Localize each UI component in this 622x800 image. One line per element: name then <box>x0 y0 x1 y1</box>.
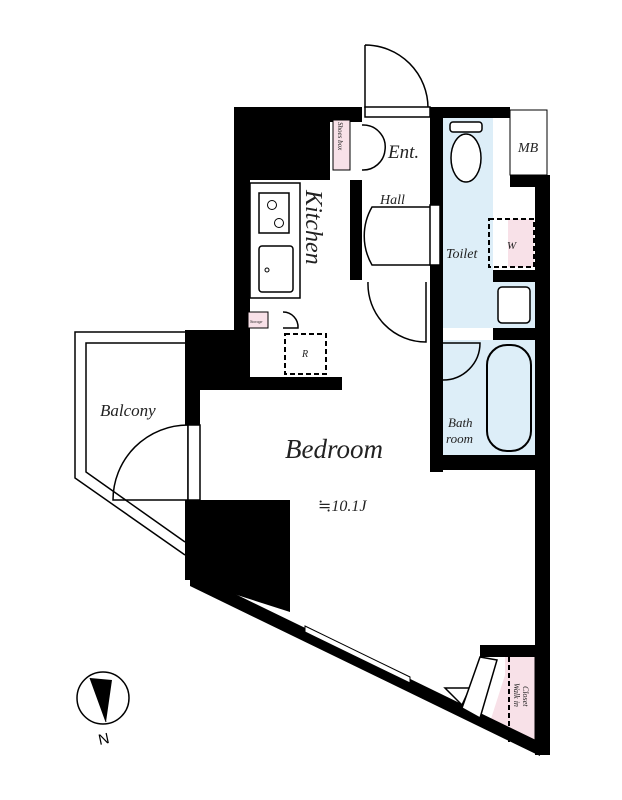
pipe-space-label: PS <box>201 394 206 401</box>
bathtub-icon <box>486 344 532 452</box>
washer-space <box>508 219 534 267</box>
entrance-label: Ent. <box>387 142 419 163</box>
storage <box>247 311 269 329</box>
sink-icon <box>258 245 294 293</box>
walls <box>185 107 550 756</box>
bath-label-2: room <box>446 431 473 446</box>
kitchen-label: Kitchen <box>300 189 326 265</box>
window[interactable] <box>304 625 411 684</box>
hall-label: Hall <box>379 193 405 208</box>
closet-label-2: Closet <box>521 686 530 707</box>
bedroom-size: ≒10.1J <box>318 498 367 515</box>
refrigerator-space <box>284 333 327 375</box>
compass-north-label: N <box>97 730 111 749</box>
balcony-railing <box>74 331 186 556</box>
shoes-box <box>332 119 351 171</box>
washer-label: W <box>507 240 517 252</box>
meter-box <box>509 109 548 176</box>
closet-floor <box>490 655 535 745</box>
shoes-box-label: Shoes box <box>336 122 344 151</box>
storage-label: Storage <box>250 319 263 324</box>
bath-label: Bath <box>448 415 473 430</box>
bedroom-label: Bedroom <box>285 434 383 464</box>
washer-outline <box>488 218 535 268</box>
refrigerator-label: R <box>301 349 308 360</box>
toilet-icon <box>450 133 482 183</box>
closet-label: Walk in <box>512 683 521 707</box>
wash-basin-icon <box>497 286 531 324</box>
toilet-label: Toilet <box>446 247 478 262</box>
compass-icon <box>76 671 130 725</box>
stove-icon <box>258 192 290 234</box>
balcony-label: Balcony <box>100 401 156 420</box>
doors[interactable] <box>112 44 498 720</box>
meter-box-label: MB <box>517 141 539 156</box>
